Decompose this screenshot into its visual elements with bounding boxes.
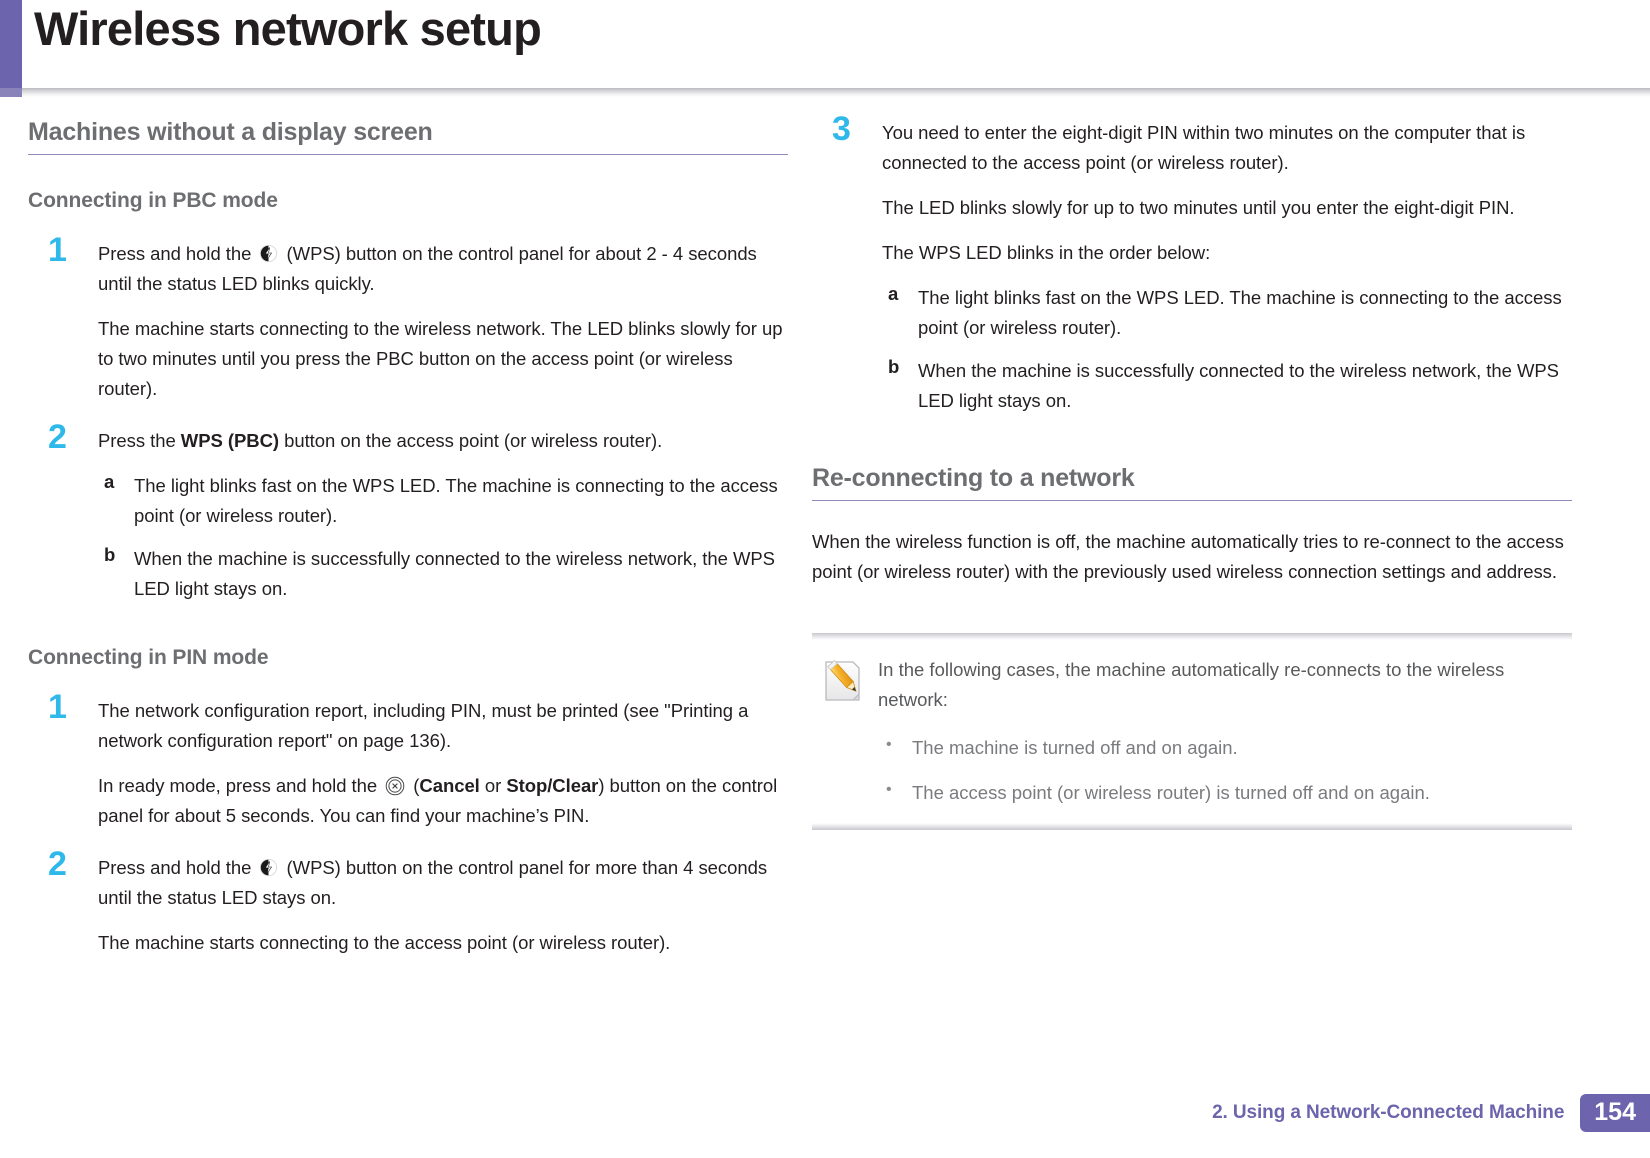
note-list-item: The machine is turned off and on again. xyxy=(878,732,1572,763)
note-callout: In the following cases, the machine auto… xyxy=(812,632,1572,830)
note-top-border xyxy=(812,632,1572,640)
paragraph: You need to enter the eight-digit PIN wi… xyxy=(882,122,1526,173)
header-accent-bar xyxy=(0,0,22,88)
numbered-step: 1 The network configuration report, inclu… xyxy=(28,690,788,831)
pbc-steps-list: 1 Press and hold the (WPS) button on the … xyxy=(28,233,788,604)
paragraph: The light blinks fast on the WPS LED. Th… xyxy=(918,286,1562,338)
paragraph: Press the WPS (PBC) button on the access… xyxy=(98,429,663,451)
emphasis-text: WPS (PBC) xyxy=(180,429,280,451)
lettered-substep: a The light blinks fast on the WPS LED. T… xyxy=(882,283,1572,343)
footer-chapter-label: 2. Using a Network-Connected Machine xyxy=(1212,1101,1565,1123)
lettered-substep: b When the machine is successfully connec… xyxy=(882,356,1572,416)
subsection-heading-reconnect: Re-connecting to a network xyxy=(812,463,1135,492)
paragraph: When the machine is successfully connect… xyxy=(134,547,775,599)
step-number: 2 xyxy=(48,844,67,883)
emphasis-text: Stop/Clear xyxy=(506,774,599,796)
note-pencil-icon xyxy=(822,659,864,705)
step-number: 3 xyxy=(832,110,851,148)
lettered-substep: b When the machine is successfully connec… xyxy=(98,544,788,604)
header-divider-cap xyxy=(0,88,22,97)
paragraph: When the machine is successfully connect… xyxy=(918,359,1559,411)
subsection-heading-pin: Connecting in PIN mode xyxy=(28,645,269,669)
step-number: 1 xyxy=(48,231,67,269)
paragraph: The network configuration report, includ… xyxy=(98,699,749,751)
section-heading-rule xyxy=(28,154,788,155)
step-number: 1 xyxy=(48,687,67,726)
header-divider xyxy=(0,88,1650,97)
paragraph: The light blinks fast on the WPS LED. Th… xyxy=(134,474,778,526)
note-body: In the following cases, the machine auto… xyxy=(812,655,1572,808)
wps-icon xyxy=(259,856,278,876)
numbered-step: 3 You need to enter the eight-digit PIN w… xyxy=(812,112,1572,416)
right-column: 3 You need to enter the eight-digit PIN w… xyxy=(812,112,1572,830)
paragraph: The WPS LED blinks in the order below: xyxy=(882,241,1211,263)
footer-page-number: 154 xyxy=(1580,1093,1650,1132)
note-list-item: The access point (or wireless router) is… xyxy=(878,777,1572,808)
note-intro-text: In the following cases, the machine auto… xyxy=(878,658,1505,710)
paragraph: In ready mode, press and hold the (Cance… xyxy=(98,774,778,826)
paragraph: The machine starts connecting to the wir… xyxy=(98,317,783,399)
page-footer: 2. Using a Network-Connected Machine 154 xyxy=(1212,1093,1650,1132)
note-bottom-border xyxy=(812,822,1572,830)
numbered-step: 2 Press and hold the (WPS) button on the … xyxy=(28,847,788,958)
substep-letter: a xyxy=(888,282,899,304)
numbered-step: 2 Press the WPS (PBC) button on the acces… xyxy=(28,420,788,604)
paragraph: Press and hold the (WPS) button on the c… xyxy=(98,856,768,908)
wps-icon xyxy=(259,242,278,263)
step-number: 2 xyxy=(48,417,67,456)
numbered-step: 1 Press and hold the (WPS) button on the … xyxy=(28,233,788,404)
paragraph: Press and hold the (WPS) button on the c… xyxy=(98,242,757,294)
paragraph: The machine starts connecting to the acc… xyxy=(98,931,671,953)
section-heading-machines: Machines without a display screen xyxy=(28,118,433,146)
note-items-list: The machine is turned off and on again. T… xyxy=(878,732,1572,808)
substep-letter: a xyxy=(104,470,115,492)
emphasis-text: Cancel xyxy=(419,774,480,796)
page-title: Wireless network setup xyxy=(34,2,542,55)
substep-letter: b xyxy=(888,355,900,377)
reconnect-body-text: When the wireless function is off, the m… xyxy=(812,530,1564,582)
cancel-icon xyxy=(385,775,405,795)
paragraph: The LED blinks slowly for up to two minu… xyxy=(882,196,1515,218)
pin-steps-list: 1 The network configuration report, inclu… xyxy=(28,690,788,958)
reconnect-heading-rule xyxy=(812,499,1572,501)
pin-steps-continued-list: 3 You need to enter the eight-digit PIN w… xyxy=(812,112,1572,416)
subsection-heading-pbc: Connecting in PBC mode xyxy=(28,189,278,212)
substep-letter: b xyxy=(104,543,116,565)
left-column: Machines without a display screen Connec… xyxy=(28,118,788,979)
lettered-substep: a The light blinks fast on the WPS LED. T… xyxy=(98,471,788,531)
